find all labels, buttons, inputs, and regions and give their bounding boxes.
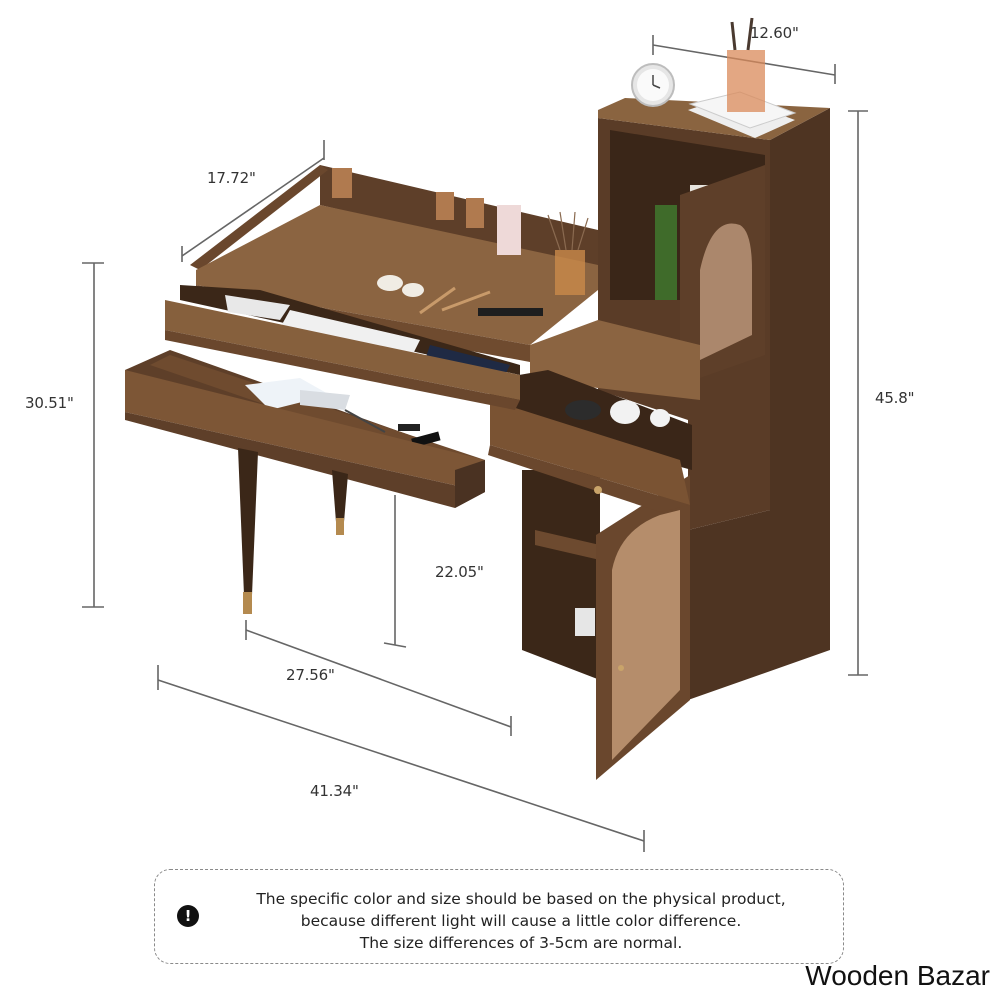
disclaimer-line-2: because different light will cause a lit… xyxy=(300,912,742,930)
dimension-lines xyxy=(82,35,868,852)
cabinet-top-accessories xyxy=(631,17,797,138)
dimension-label-total-width: 41.34" xyxy=(310,782,359,800)
desk-top xyxy=(165,165,598,410)
brand-watermark: Wooden Bazar xyxy=(805,960,990,991)
dimension-label-desk-depth: 17.72" xyxy=(207,169,256,187)
dimension-label-desk-width: 27.56" xyxy=(286,666,335,684)
disclaimer-notice: ! The specific color and size should be … xyxy=(154,869,844,964)
dimension-label-cabinet-height: 45.8" xyxy=(875,389,915,407)
disclaimer-text: The specific color and size should be ba… xyxy=(209,888,833,954)
disclaimer-line-1: The specific color and size should be ba… xyxy=(256,890,786,908)
desk-legs xyxy=(238,448,348,614)
disclaimer-line-3: The size differences of 3-5cm are normal… xyxy=(359,934,683,952)
right-drawer xyxy=(488,370,692,512)
lower-drawer xyxy=(125,350,485,508)
dimension-label-desk-height: 30.51" xyxy=(25,394,74,412)
dimension-label-cabinet-depth: 12.60" xyxy=(750,24,799,42)
dimension-label-knee-clearance: 22.05" xyxy=(435,563,484,581)
tall-cabinet xyxy=(530,98,830,700)
exclamation-circle-icon: ! xyxy=(177,905,199,927)
lower-cabinet xyxy=(522,470,690,780)
